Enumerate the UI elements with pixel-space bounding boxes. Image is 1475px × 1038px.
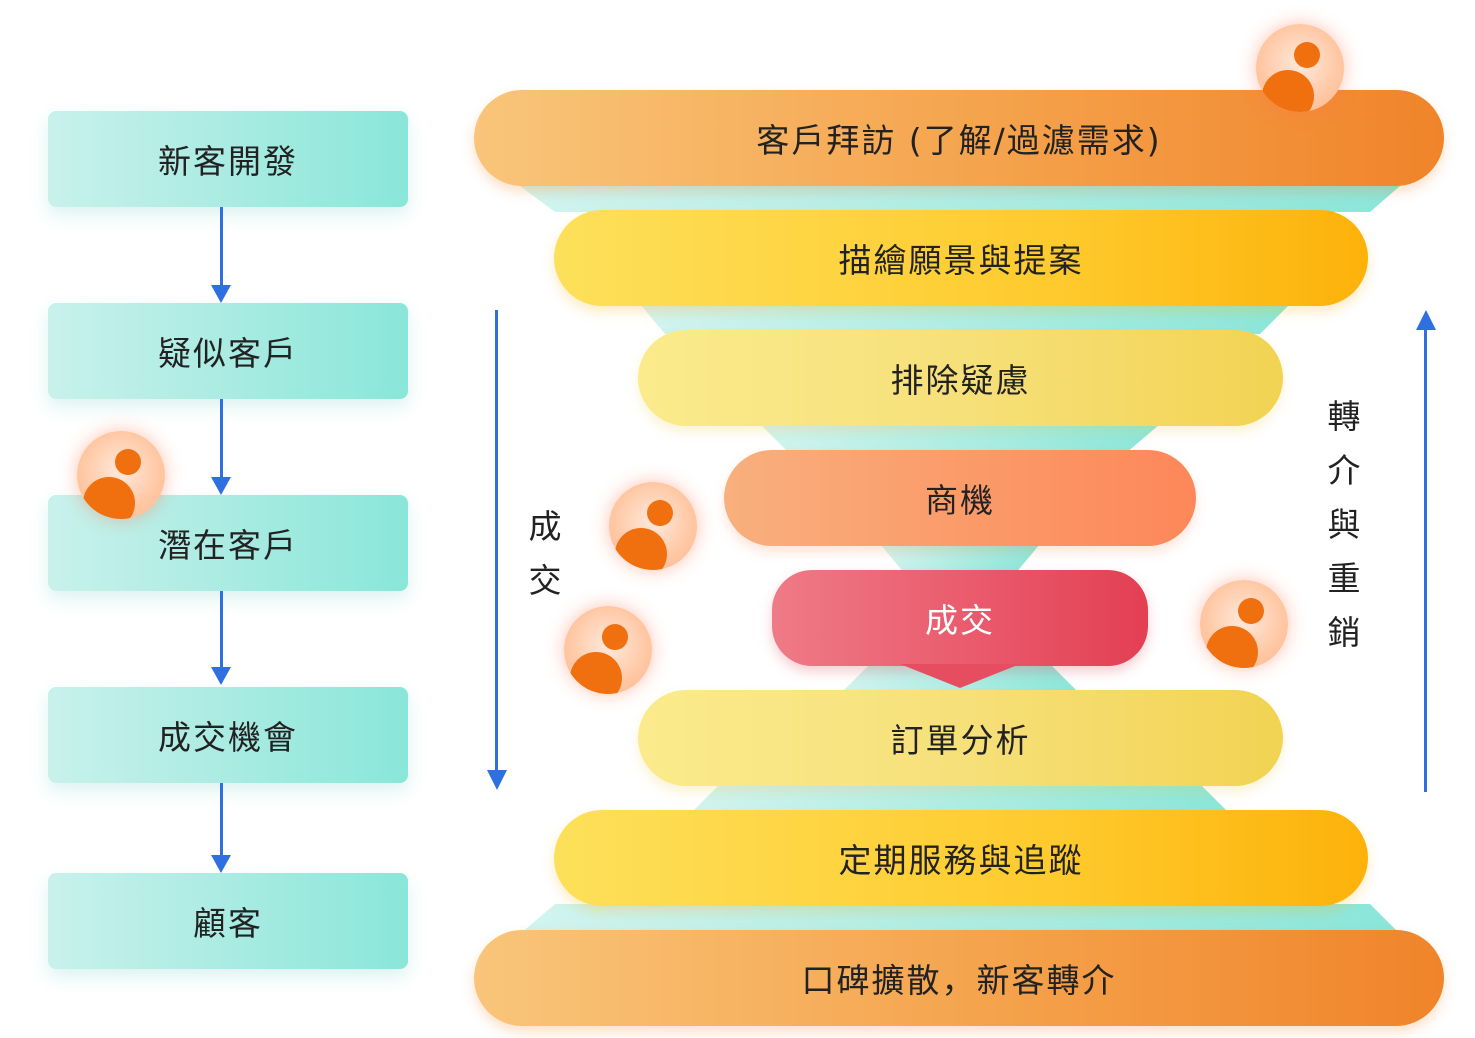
user-avatar-icon (77, 431, 165, 519)
funnel-step-word-of-mouth: 口碑擴散，新客轉介 (474, 930, 1444, 1026)
user-avatar-icon (609, 482, 697, 570)
flow-arrow-line (220, 399, 223, 479)
funnel-step-deal-closed: 成交 (772, 570, 1148, 666)
user-avatar-icon (1200, 580, 1288, 668)
stage-new-customer-development: 新客開發 (48, 111, 408, 207)
side-char: 介 (1327, 451, 1361, 490)
funnel-step-label: 商機 (925, 481, 995, 520)
referral-arrow-line (1424, 330, 1427, 792)
arrow-down-icon (211, 667, 231, 685)
funnel-step-order-analysis: 訂單分析 (638, 690, 1283, 786)
stage-suspect-customer: 疑似客戶 (48, 303, 408, 399)
flow-arrow-line (220, 207, 223, 287)
arrow-down-icon (211, 285, 231, 303)
funnel-step-regular-service: 定期服務與追蹤 (554, 810, 1368, 906)
funnel-step-label: 定期服務與追蹤 (838, 841, 1084, 880)
stage-customer: 顧客 (48, 873, 408, 969)
funnel-step-label: 描繪願景與提案 (838, 241, 1084, 280)
funnel-step-label: 成交 (925, 601, 995, 640)
flow-arrow-line (220, 591, 223, 669)
flow-arrow-line (220, 783, 223, 857)
stage-label: 潛在客戶 (158, 526, 298, 565)
deal-pointer-icon (900, 664, 1020, 688)
side-char: 成 (528, 507, 562, 546)
funnel-step-business-opportunity: 商機 (724, 450, 1196, 546)
funnel-step-label: 排除疑慮 (890, 361, 1031, 400)
funnel-step-vision-proposal: 描繪願景與提案 (554, 210, 1368, 306)
arrow-down-icon (487, 770, 507, 790)
arrow-down-icon (211, 477, 231, 495)
stage-deal-opportunity: 成交機會 (48, 687, 408, 783)
funnel-step-customer-visit: 客戶拜訪 (了解/過濾需求) (474, 90, 1444, 186)
funnel-step-label: 客戶拜訪 (了解/過濾需求) (756, 121, 1162, 160)
side-char: 與 (1327, 505, 1361, 544)
side-char: 轉 (1327, 397, 1361, 436)
side-char: 交 (528, 561, 562, 600)
side-char: 重 (1327, 559, 1361, 598)
user-avatar-icon (564, 606, 652, 694)
stage-label: 成交機會 (158, 718, 298, 757)
funnel-step-remove-doubts: 排除疑慮 (638, 330, 1283, 426)
user-avatar-icon (1256, 24, 1344, 112)
side-char: 銷 (1327, 613, 1361, 652)
referral-side-label: 轉 介 與 重 銷 (1324, 390, 1364, 660)
deal-side-label: 成 交 (525, 500, 565, 608)
deal-arrow-line (495, 310, 498, 770)
arrow-down-icon (211, 855, 231, 873)
funnel-step-label: 訂單分析 (890, 721, 1031, 760)
stage-label: 疑似客戶 (158, 334, 298, 373)
stage-label: 新客開發 (158, 142, 298, 181)
funnel-step-label: 口碑擴散，新客轉介 (801, 961, 1117, 1000)
stage-label: 顧客 (193, 904, 263, 943)
arrow-up-icon (1416, 310, 1436, 330)
